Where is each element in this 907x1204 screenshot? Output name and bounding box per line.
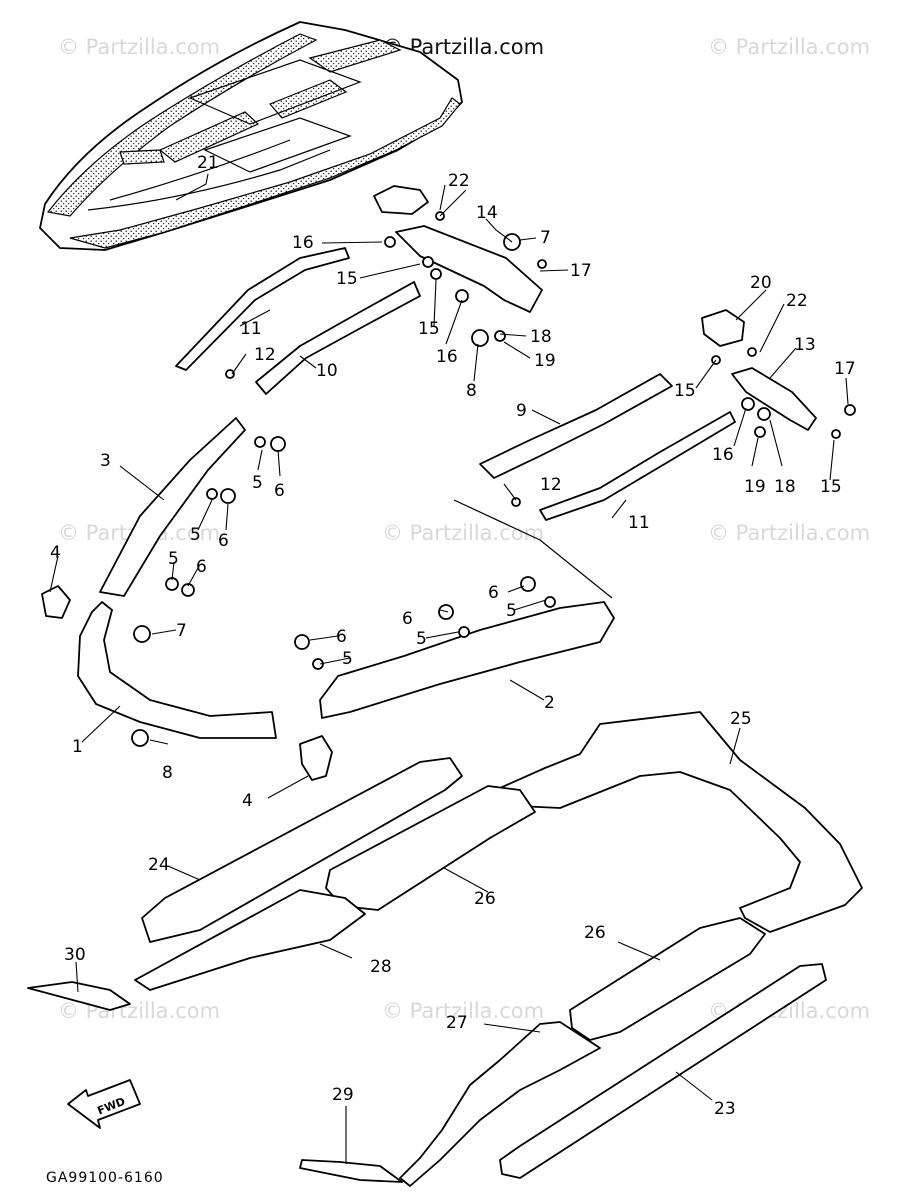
callout-15: 15 — [336, 269, 358, 289]
leader-lines — [49, 173, 849, 1164]
callout-6: 6 — [274, 481, 285, 501]
callout-14: 14 — [476, 203, 498, 223]
callout-8: 8 — [466, 381, 477, 401]
callout-19b: 19 — [744, 477, 766, 497]
watermark-mid-right: © Partzilla.com — [708, 521, 870, 545]
callout-5e: 5 — [416, 629, 427, 649]
callout-18: 18 — [530, 327, 552, 347]
callout-27: 27 — [446, 1013, 468, 1033]
callout-18b: 18 — [774, 477, 796, 497]
callout-6c: 6 — [196, 557, 207, 577]
callout-5d: 5 — [506, 601, 517, 621]
callout-22: 22 — [448, 171, 470, 191]
callout-16c: 16 — [712, 445, 734, 465]
mat-pads — [27, 711, 863, 1187]
callout-11: 11 — [240, 319, 262, 339]
callout-7: 7 — [540, 228, 551, 248]
watermark-mid-center: © Partzilla.com — [382, 521, 544, 545]
callout-30: 30 — [64, 945, 86, 965]
callout-12b: 12 — [540, 475, 562, 495]
callout-13: 13 — [794, 335, 816, 355]
callout-6b: 6 — [218, 531, 229, 551]
callout-numbers: 21 22 14 7 16 15 17 11 12 10 15 16 8 18 … — [50, 153, 856, 1119]
watermark-top-right: © Partzilla.com — [708, 35, 870, 59]
callout-1: 1 — [72, 737, 83, 757]
callout-9: 9 — [516, 401, 527, 421]
callout-16b: 16 — [436, 347, 458, 367]
watermark-low-center: © Partzilla.com — [382, 999, 544, 1023]
diagram-code: GA99100-6160 — [46, 1170, 164, 1186]
callout-10: 10 — [316, 361, 338, 381]
callout-23: 23 — [714, 1099, 736, 1119]
callout-25: 25 — [730, 709, 752, 729]
callout-15b: 15 — [418, 319, 440, 339]
callout-19: 19 — [534, 351, 556, 371]
callout-15c: 15 — [674, 381, 696, 401]
callout-12: 12 — [254, 345, 276, 365]
callout-17: 17 — [570, 261, 592, 281]
callout-5f: 5 — [342, 649, 353, 669]
callout-11b: 11 — [628, 513, 650, 533]
callout-5c: 5 — [168, 549, 179, 569]
callout-21: 21 — [197, 153, 219, 173]
callout-6f: 6 — [336, 627, 347, 647]
callout-15d: 15 — [820, 477, 842, 497]
callout-4b: 4 — [242, 791, 253, 811]
callout-4: 4 — [50, 543, 61, 563]
callout-16: 16 — [292, 233, 314, 253]
callout-8b: 8 — [162, 763, 173, 783]
callout-7b: 7 — [176, 621, 187, 641]
callout-29: 29 — [332, 1085, 354, 1105]
callout-26b: 26 — [584, 923, 606, 943]
callout-26: 26 — [474, 889, 496, 909]
hull-drawing — [39, 21, 463, 251]
callout-6e: 6 — [402, 609, 413, 629]
callout-6d: 6 — [488, 583, 499, 603]
callout-5: 5 — [252, 473, 263, 493]
fwd-arrow-icon: FWD — [67, 1079, 141, 1129]
callout-22b: 22 — [786, 291, 808, 311]
callout-2: 2 — [544, 693, 555, 713]
callout-17b: 17 — [834, 359, 856, 379]
callout-28: 28 — [370, 957, 392, 977]
watermark-top-left: © Partzilla.com — [58, 35, 220, 59]
rail-parts — [41, 185, 817, 781]
callout-5b: 5 — [190, 525, 201, 545]
callout-3: 3 — [100, 451, 111, 471]
callout-20: 20 — [750, 273, 772, 293]
callout-24: 24 — [148, 855, 170, 875]
